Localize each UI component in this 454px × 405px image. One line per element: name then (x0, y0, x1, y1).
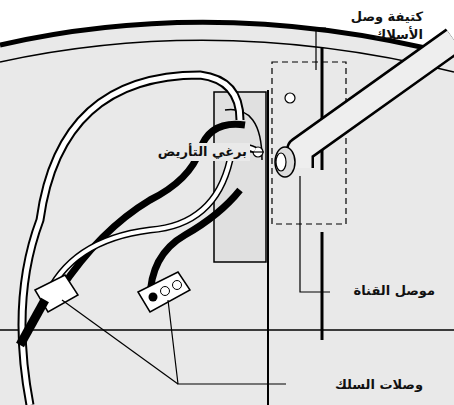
terminal (161, 287, 170, 296)
floor-line (0, 329, 454, 331)
part-label: وصلات السلك (290, 376, 426, 394)
terminal (173, 281, 182, 290)
power-cord (20, 300, 45, 345)
part-label: موصل القناة (332, 282, 438, 300)
conduit-connector (275, 147, 295, 177)
terminal (149, 293, 158, 302)
dryer-back-panel (0, 22, 454, 405)
leader-line (316, 28, 326, 70)
conduit (300, 40, 454, 168)
bracket-screw (285, 93, 295, 103)
power-cord (22, 75, 240, 405)
leader-line (168, 300, 286, 384)
panel-edge (267, 90, 269, 405)
leader-line (300, 176, 330, 292)
wire (45, 147, 255, 300)
leader-line (62, 300, 178, 384)
wire (45, 147, 255, 300)
part-label: برغي التأريض (140, 143, 250, 161)
part-label: كتيفة وصل الأسلاك (330, 8, 426, 43)
power-cord (22, 75, 240, 405)
dryer-top-inner-edge (0, 40, 454, 72)
terminal-block (138, 272, 190, 312)
conduit (300, 40, 454, 168)
panel-edge (321, 232, 324, 340)
conduit-connector (276, 153, 286, 171)
